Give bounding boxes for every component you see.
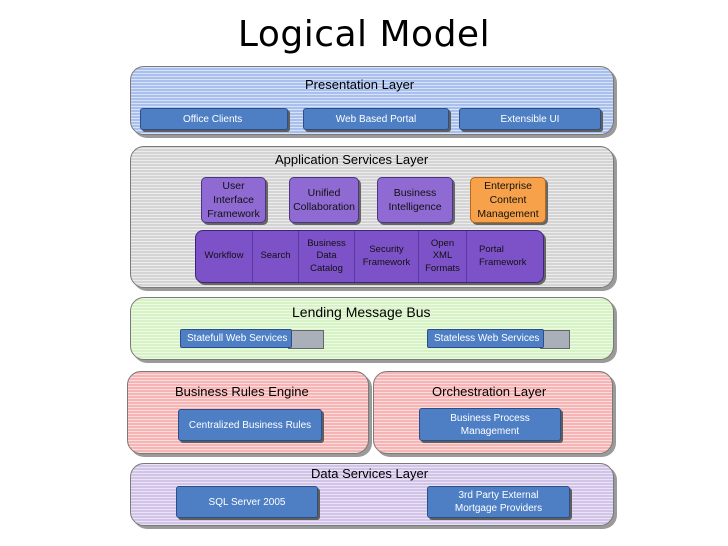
business-data-catalog-cell: Business Data Catalog <box>299 231 355 282</box>
mortgage-providers-box: 3rd Party External Mortgage Providers <box>427 486 570 518</box>
security-framework-cell: Security Framework <box>355 231 419 282</box>
lending-message-bus-label: Lending Message Bus <box>292 304 431 320</box>
business-rules-engine-label: Business Rules Engine <box>175 384 309 399</box>
portal-framework-cell: Portal Framework <box>479 244 527 268</box>
sql-server-2005-box: SQL Server 2005 <box>176 486 318 518</box>
search-cell: Search <box>253 231 299 282</box>
statefull-pill-tail <box>288 330 324 349</box>
page-title: Logical Model <box>237 14 491 55</box>
office-clients-box: Office Clients <box>140 108 288 130</box>
stateless-web-services-box: Stateless Web Services <box>427 329 544 348</box>
shared-services-strip: Workflow Search Business Data Catalog Se… <box>195 230 544 283</box>
orchestration-layer-band <box>373 371 613 454</box>
web-based-portal-box: Web Based Portal <box>303 108 449 130</box>
application-services-layer-label: Application Services Layer <box>275 152 429 167</box>
user-interface-framework-box: User Interface Framework <box>201 177 266 223</box>
business-process-management-box: Business Process Management <box>419 408 561 441</box>
lending-message-bus-band <box>130 297 614 360</box>
presentation-layer-label: Presentation Layer <box>305 77 415 92</box>
orchestration-layer-label: Orchestration Layer <box>432 384 547 399</box>
stateless-pill-tail <box>540 330 570 349</box>
enterprise-content-management-box: Enterprise Content Management <box>470 177 546 223</box>
data-services-layer-label: Data Services Layer <box>311 466 429 481</box>
extensible-ui-box: Extensible UI <box>459 108 601 130</box>
statefull-web-services-box: Statefull Web Services <box>180 329 292 348</box>
centralized-business-rules-box: Centralized Business Rules <box>178 409 322 441</box>
business-intelligence-box: Business Intelligence <box>377 177 453 223</box>
unified-collaboration-box: Unified Collaboration <box>289 177 359 223</box>
open-xml-formats-cell: Open XML Formats <box>419 231 467 282</box>
workflow-cell: Workflow <box>196 231 253 282</box>
